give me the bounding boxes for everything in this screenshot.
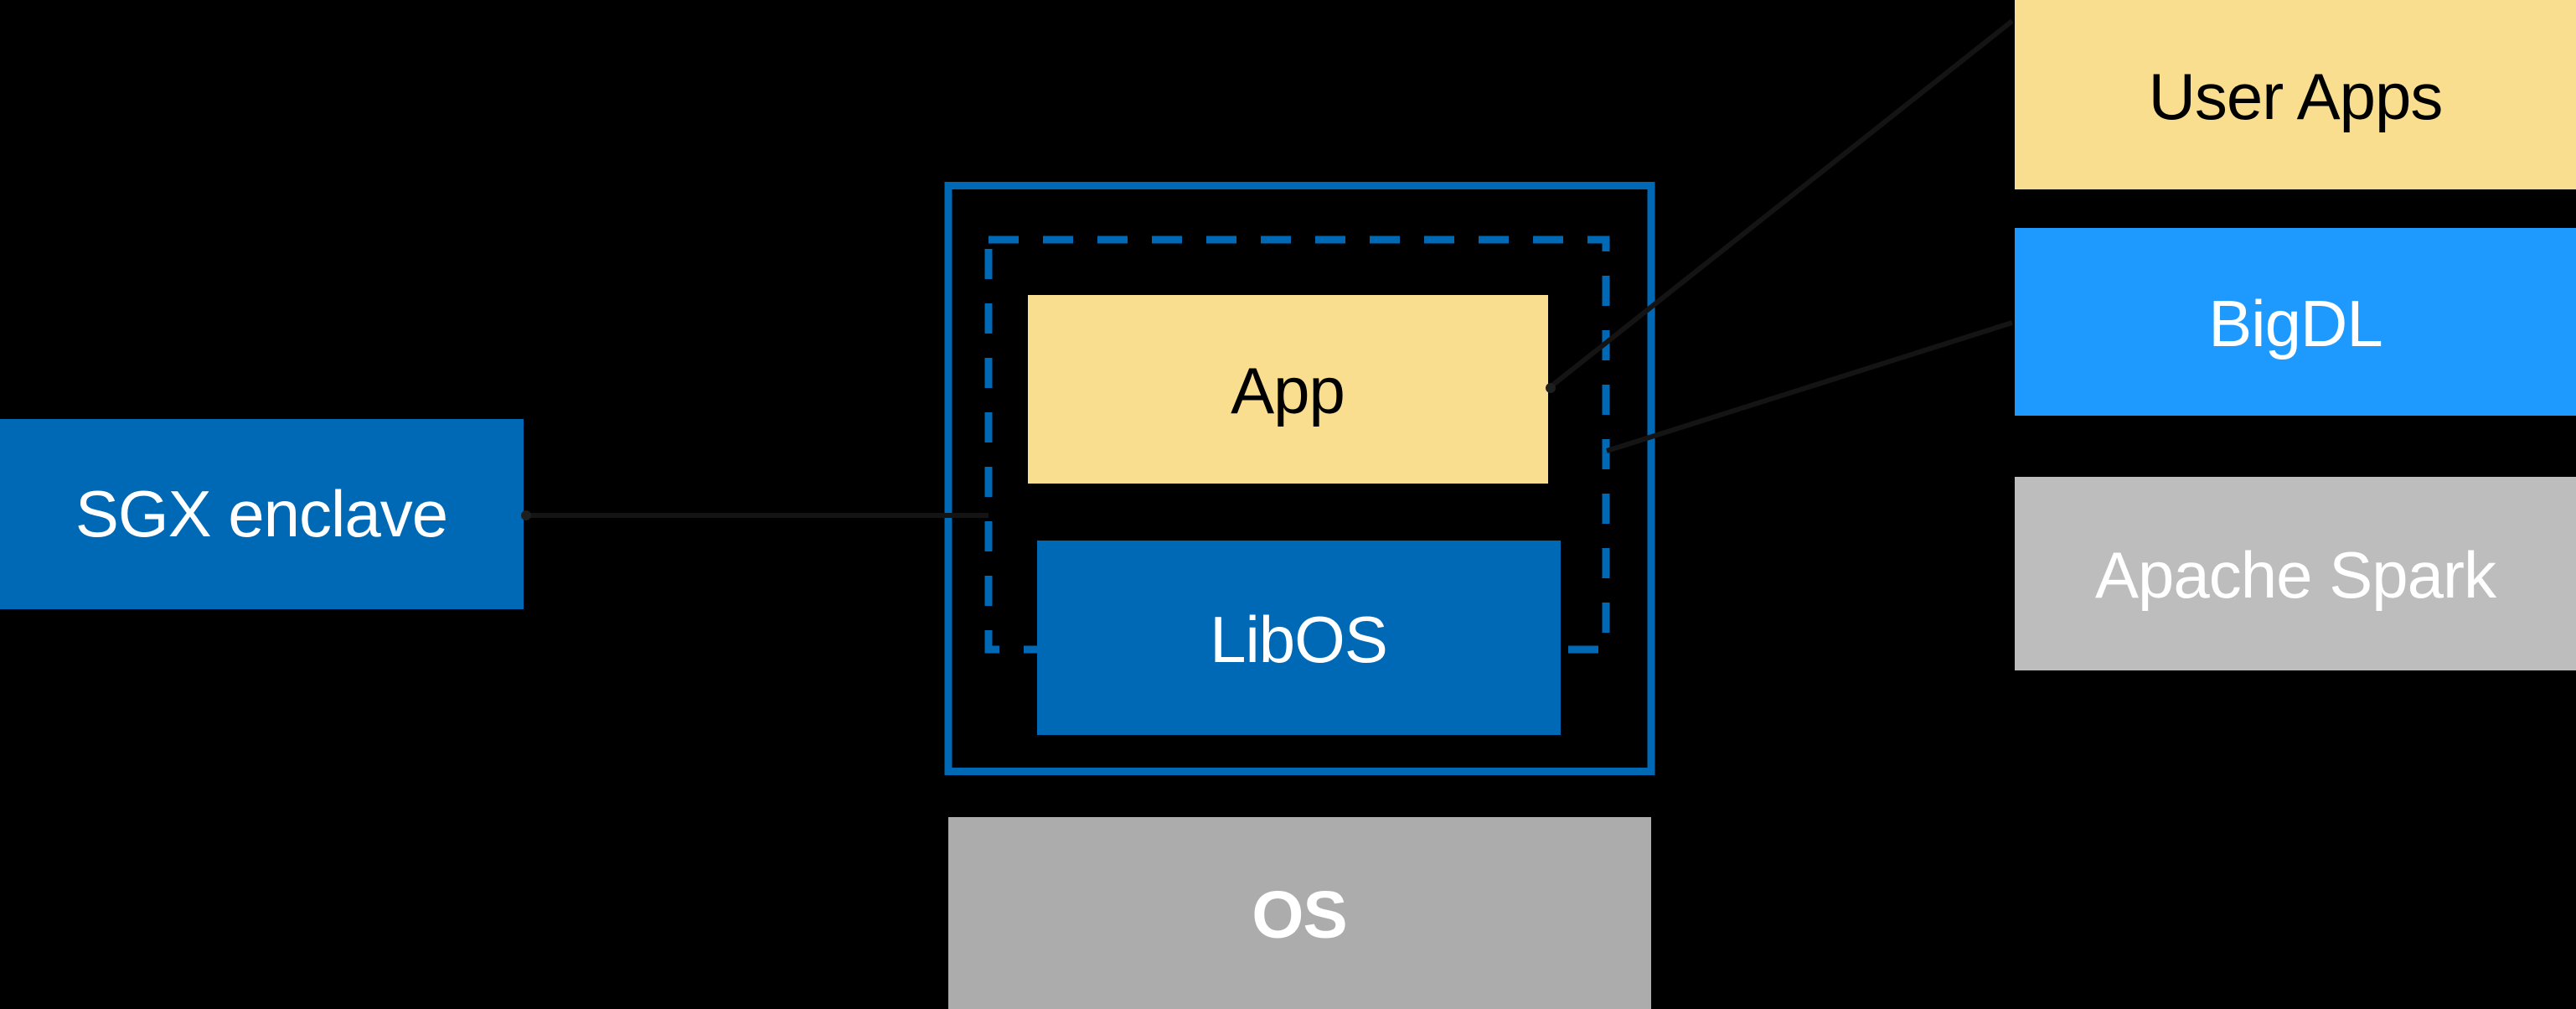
connector-endpoint-dot-app [1546, 383, 1556, 393]
connector-userapps-to-app [1547, 18, 2014, 391]
os-label: OS [1252, 877, 1347, 952]
apache-spark-box [2015, 477, 2576, 670]
connector-bigdl-to-enclave [1606, 320, 2013, 453]
user-apps-label: User Apps [2149, 60, 2443, 133]
host-boundary-box [944, 182, 1655, 775]
apache-spark-label: Apache Spark [2095, 538, 2497, 612]
bigdl-box [2015, 228, 2576, 416]
app-box [1028, 295, 1548, 484]
connector-endpoint-dot-sgx [521, 510, 531, 520]
app-label: App [1231, 354, 1345, 427]
bigdl-label: BigDL [2208, 287, 2382, 360]
user-apps-box [2015, 0, 2576, 189]
sgx-enclave-box [0, 419, 524, 609]
os-box [948, 817, 1651, 1009]
libos-box [1037, 541, 1561, 735]
libos-label: LibOS [1210, 603, 1387, 676]
sgx-enclave-label: SGX enclave [75, 477, 447, 551]
